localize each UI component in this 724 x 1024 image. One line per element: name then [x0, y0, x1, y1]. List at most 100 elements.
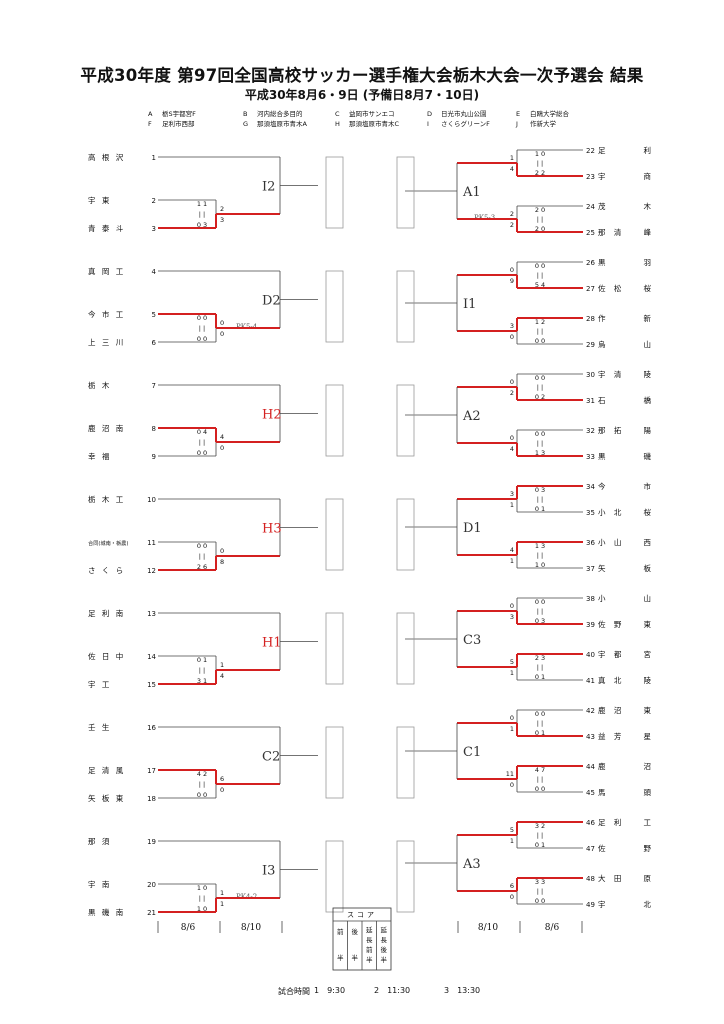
venue-name: 白鴎大学総合 — [530, 110, 569, 118]
left-block-i3-team-num-20: 20 — [147, 881, 156, 889]
left-block-i3-r1-total-a: 1 — [220, 889, 224, 897]
left-block-i2-r1-score-1: | | — [199, 211, 205, 219]
right-block-c1-team-num-43: 43 — [586, 733, 595, 741]
right-block-i1-team-name-26: 黒 — [598, 258, 609, 267]
right-block-a2-m1-score-2: 0 2 — [535, 393, 545, 401]
left-block-d2-r1-total-a: 0 — [220, 319, 224, 327]
left-block-i3-r1-total-b: 1 — [220, 900, 224, 908]
left-block-d2-r1-total-b: 0 — [220, 330, 224, 338]
right-block-c1-m2-score-2: 0 0 — [535, 785, 545, 793]
score-legend-col-4-c2: 後 — [381, 945, 388, 954]
date-right-r2: 8/10 — [478, 923, 498, 933]
right-block-a3-team-name-end-48: 原 — [644, 874, 652, 883]
score-legend-col-2-c0: 後 — [352, 927, 359, 936]
right-block-c3-m2-total-a: 5 — [510, 658, 514, 666]
right-block-c3-code: C3 — [463, 633, 481, 648]
later-round-box-left-3 — [325, 384, 344, 457]
left-block-h2-r1-score-2: 0 0 — [197, 449, 207, 457]
later-round-box-right-4 — [396, 498, 415, 571]
left-block-h3-code: H3 — [262, 522, 282, 537]
right-block-a3-team-name-46: 足 利 — [598, 817, 624, 827]
venue-c: C 益岡市サンエコ — [335, 108, 395, 118]
later-round-box-left-2 — [325, 270, 344, 343]
right-block-d1-team-name-end-37: 板 — [644, 563, 652, 573]
right-block-a3-team-name-end-46: 工 — [644, 818, 652, 827]
right-block-a3-m1-total-b: 1 — [510, 837, 514, 845]
venue-code: C — [335, 110, 340, 118]
right-block-d1-team-name-37: 矢 — [598, 563, 609, 573]
right-block-a2-m2-total-b: 4 — [510, 445, 514, 453]
left-block-h2-team-name-9: 幸 福 — [88, 452, 111, 461]
venue-name: 益岡市サンエコ — [349, 110, 395, 118]
right-block-i1-team-name-end-27: 桜 — [644, 283, 652, 293]
right-block-a3-code: A3 — [462, 857, 481, 872]
right-block-a1-team-name-24: 茂 — [598, 201, 609, 211]
right-block-a1-team-name-end-23: 商 — [644, 171, 652, 181]
later-round-box-right-7 — [396, 840, 415, 913]
right-block-a2-m1-score-1: | | — [537, 384, 543, 392]
right-block-a3-m2-total-b: 0 — [510, 893, 514, 901]
right-block-i1-m2-total-a: 3 — [510, 322, 514, 330]
left-block-c2-team-name-16: 壬 生 — [88, 722, 111, 732]
venue-name: 栃S宇都宮F — [162, 110, 196, 118]
right-block-d1-m1-score-1: | | — [537, 496, 543, 504]
later-round-box-left-7 — [325, 840, 344, 913]
left-block-h3-team-name-10: 栃 木 工 — [88, 494, 125, 504]
score-legend-col-3-c0: 延 — [366, 925, 373, 934]
date-left-r2: 8/10 — [241, 923, 261, 933]
left-block-h3-team-name-12: さ く ら — [88, 566, 125, 575]
left-block-h2-team-name-8: 鹿 沼 南 — [88, 423, 125, 433]
right-block-c1-code: C1 — [463, 745, 481, 760]
right-block-c1-m2-total-b: 0 — [510, 781, 514, 789]
right-block-a1-m2-total-b: 2 — [510, 221, 514, 229]
left-block-h1-team-num-15: 15 — [147, 681, 156, 689]
right-block-c3-team-name-end-41: 陵 — [644, 676, 652, 685]
match-time-num: 1 — [314, 986, 320, 995]
right-block-d1-team-name-end-35: 桜 — [644, 507, 652, 517]
left-block-h2-team-name-7: 栃 木 — [88, 380, 111, 390]
right-block-c1-team-name-end-42: 東 — [644, 705, 652, 715]
right-block-a3-m1-total-a: 5 — [510, 826, 514, 834]
right-block-a2-team-num-31: 31 — [586, 397, 595, 405]
left-block-i3-r1-score-1: | | — [199, 895, 205, 903]
left-block-c2-code: C2 — [262, 750, 280, 765]
right-block-a3-team-name-end-47: 野 — [644, 844, 652, 853]
left-block-d2-team-name-5: 今 市 工 — [88, 309, 125, 319]
score-legend-col-4-c3: 半 — [381, 955, 388, 964]
left-block-i3-r1-score-0: 1 0 — [197, 884, 207, 892]
venue-name: 足利市西部 — [162, 120, 195, 128]
right-block-a2-team-name-end-31: 橋 — [644, 395, 652, 405]
right-block-d1-m2-total-a: 4 — [510, 546, 514, 554]
left-block-h1-team-name-14: 佐 日 中 — [88, 651, 125, 661]
right-block-c3-team-name-41: 真 北 — [598, 675, 624, 685]
right-block-c3-m1-score-0: 0 0 — [535, 598, 545, 606]
later-round-box-right-2 — [396, 270, 415, 343]
right-block-i1-team-name-28: 作 — [598, 313, 609, 323]
left-block-i2-team-num-2: 2 — [152, 197, 156, 205]
venue-name: 作新大学 — [530, 120, 556, 128]
left-block-i2-team-name-2: 宇 東 — [88, 195, 111, 205]
right-block-i1-m2-score-2: 0 0 — [535, 337, 545, 345]
left-block-h2-team-num-8: 8 — [152, 425, 156, 433]
right-block-c3-team-num-39: 39 — [586, 621, 595, 629]
right-block-c1-team-num-44: 44 — [586, 763, 595, 771]
right-block-d1-m2-score-0: 1 3 — [535, 542, 545, 550]
right-block-a2-team-name-32: 那 拓 — [598, 425, 624, 435]
left-block-c2-team-num-16: 16 — [147, 724, 156, 732]
left-block-i2-r1-score-2: 0 3 — [197, 221, 207, 229]
right-block-d1-team-num-35: 35 — [586, 509, 595, 517]
right-block-c1-team-name-end-44: 沼 — [644, 762, 652, 771]
right-block-c1-team-num-45: 45 — [586, 789, 595, 797]
right-block-a2-team-name-end-33: 磯 — [644, 451, 652, 461]
venue-code: J — [516, 120, 518, 128]
right-block-i1-m2-total-b: 0 — [510, 333, 514, 341]
date-right-r1: 8/6 — [545, 923, 560, 933]
right-block-d1-team-name-end-36: 西 — [644, 538, 652, 547]
left-block-d2-team-num-6: 6 — [152, 339, 157, 347]
venue-code: E — [516, 110, 521, 118]
right-block-c3-m2-score-2: 0 1 — [535, 673, 545, 681]
left-block-i3-team-name-21: 黒 磯 南 — [88, 907, 125, 917]
right-block-a3-team-num-48: 48 — [586, 875, 595, 883]
left-block-i3-team-num-21: 21 — [147, 909, 156, 917]
